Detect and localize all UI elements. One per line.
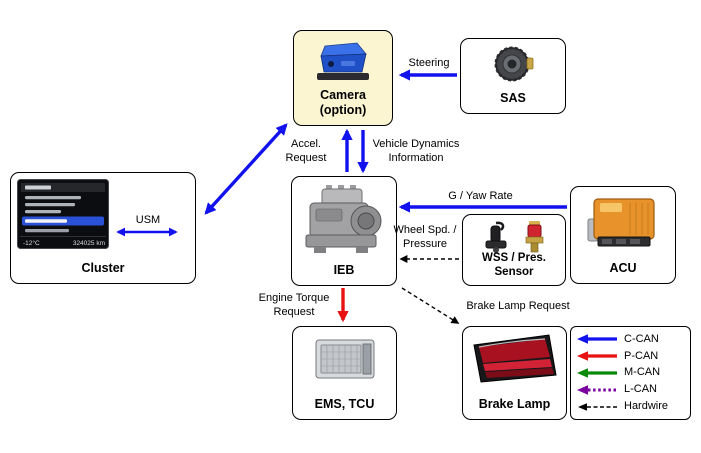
cluster-display-image: -12°C 324025 km bbox=[17, 179, 109, 249]
camera-node: Camera (option) bbox=[293, 30, 393, 126]
legend-item-l-can: L-CAN bbox=[575, 382, 686, 397]
acu-label: ACU bbox=[609, 261, 637, 275]
camera-image bbox=[317, 42, 369, 80]
sas-image bbox=[494, 46, 534, 82]
pressure-sensor-image bbox=[525, 221, 544, 253]
steering-label: Steering bbox=[408, 57, 450, 69]
m-can-arrow-icon bbox=[577, 368, 617, 378]
c-can-arrow-icon bbox=[577, 334, 617, 345]
sas-label: SAS bbox=[500, 91, 526, 105]
g-yaw-rate-label: G / Yaw Rate bbox=[448, 190, 513, 202]
legend-label-p-can: P-CAN bbox=[624, 349, 659, 362]
engine-torque-request-label: Engine Torque Request bbox=[258, 292, 330, 319]
acu-node: ACU bbox=[570, 186, 676, 284]
ems-tcu-node: EMS, TCU bbox=[292, 326, 397, 420]
vehicle-dynamics-label: Vehicle Dynamics Information bbox=[372, 138, 460, 165]
wheel-spd-pressure-label: Wheel Spd. / Pressure bbox=[393, 224, 457, 251]
legend-label-hardwire: Hardwire bbox=[624, 400, 669, 413]
ieb-image bbox=[305, 185, 382, 253]
wheel-speed-sensor-image bbox=[485, 221, 507, 253]
legend-item-hardwire: Hardwire bbox=[575, 399, 686, 414]
usm-label: USM bbox=[135, 214, 161, 226]
cluster-node: -12°C 324025 km Cluster bbox=[10, 172, 196, 284]
ieb-label: IEB bbox=[333, 263, 355, 277]
cluster-temp: -12°C bbox=[23, 239, 40, 247]
sas-node: SAS bbox=[460, 38, 566, 114]
wss-pres-sensor-node: WSS / Pres. Sensor bbox=[462, 214, 566, 286]
legend-item-p-can: P-CAN bbox=[575, 349, 686, 364]
legend: C-CAN P-CAN M-CAN L-CAN bbox=[570, 326, 691, 420]
p-can-arrow-icon bbox=[577, 351, 617, 361]
acu-image bbox=[587, 198, 655, 247]
ieb-node: IEB bbox=[291, 176, 397, 286]
camera-label: Camera (option) bbox=[319, 88, 367, 117]
brake-lamp-label: Brake Lamp bbox=[478, 397, 551, 411]
legend-label-m-can: M-CAN bbox=[624, 366, 661, 379]
cluster-odometer: 324025 km bbox=[73, 240, 105, 247]
brake-lamp-image bbox=[472, 334, 557, 383]
ems-tcu-image bbox=[315, 339, 374, 379]
ems-tcu-label: EMS, TCU bbox=[314, 397, 375, 411]
cluster-label: Cluster bbox=[81, 261, 125, 275]
brake-lamp-node: Brake Lamp bbox=[462, 326, 567, 420]
legend-label-c-can: C-CAN bbox=[624, 332, 659, 345]
legend-label-l-can: L-CAN bbox=[624, 383, 658, 396]
legend-item-c-can: C-CAN bbox=[575, 332, 686, 347]
brake-lamp-request-arrow bbox=[401, 287, 460, 324]
legend-item-m-can: M-CAN bbox=[575, 365, 686, 380]
accel-request-label: Accel. Request bbox=[285, 138, 327, 165]
wss-pres-sensor-label: WSS / Pres. Sensor bbox=[482, 252, 546, 279]
brake-lamp-request-label: Brake Lamp Request bbox=[466, 300, 570, 312]
hardwire-arrow-icon bbox=[578, 402, 617, 411]
l-can-arrow-icon bbox=[577, 385, 617, 395]
